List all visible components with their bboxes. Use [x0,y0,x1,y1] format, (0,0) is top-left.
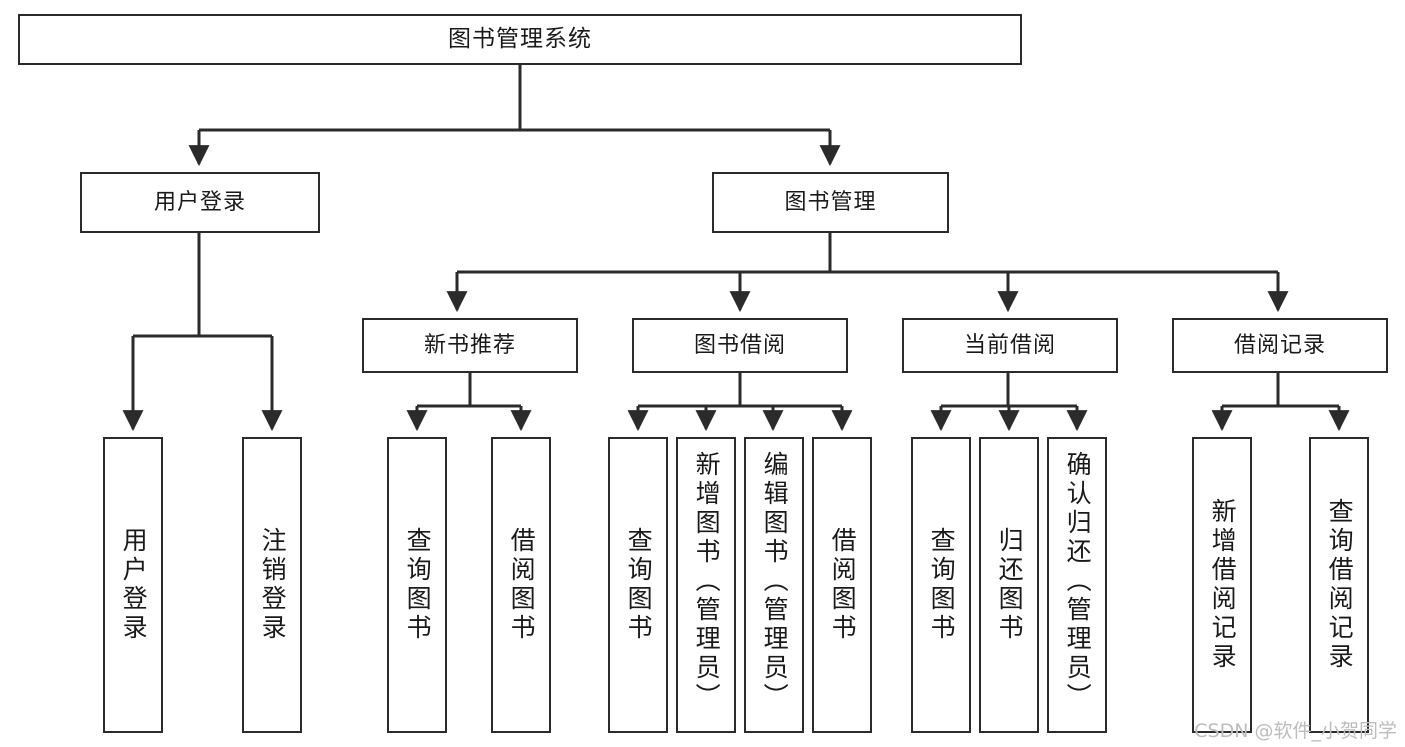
node-current-borrow-label: 当前借阅 [963,332,1056,358]
leaf-add-book-admin-label: 新增图书（管理员） [692,451,722,712]
node-book-management-label: 图书管理 [784,189,877,215]
leaf-query-book-3[interactable]: 查询图书 [911,437,971,733]
leaf-return-book-label: 归还图书 [995,527,1025,643]
leaf-query-borrow-record[interactable]: 查询借阅记录 [1309,437,1369,733]
node-new-book-recommend-label: 新书推荐 [423,332,516,358]
leaf-edit-book-admin-label: 编辑图书（管理员） [760,451,790,712]
leaf-add-borrow-record-label: 新增借阅记录 [1208,498,1238,672]
leaf-query-book-2-label: 查询图书 [624,527,654,643]
leaf-query-book-3-label: 查询图书 [927,527,957,643]
node-root[interactable]: 图书管理系统 [18,14,1022,65]
node-book-borrow[interactable]: 图书借阅 [632,318,848,373]
leaf-user-login[interactable]: 用户登录 [103,437,163,733]
node-borrow-record[interactable]: 借阅记录 [1172,318,1388,373]
node-book-management[interactable]: 图书管理 [712,172,949,233]
leaf-borrow-book-1-label: 借阅图书 [507,527,537,643]
node-borrow-record-label: 借阅记录 [1233,332,1326,358]
leaf-borrow-book-1[interactable]: 借阅图书 [491,437,551,733]
leaf-query-book-1[interactable]: 查询图书 [387,437,447,733]
leaf-confirm-return-admin-label: 确认归还（管理员） [1063,451,1093,712]
leaf-query-borrow-record-label: 查询借阅记录 [1325,498,1355,672]
node-book-borrow-label: 图书借阅 [693,332,786,358]
node-new-book-recommend[interactable]: 新书推荐 [362,318,578,373]
node-user-login[interactable]: 用户登录 [80,172,320,233]
node-root-label: 图书管理系统 [448,26,592,53]
leaf-logout[interactable]: 注销登录 [242,437,302,733]
leaf-query-book-1-label: 查询图书 [403,527,433,643]
leaf-logout-label: 注销登录 [258,527,288,643]
node-current-borrow[interactable]: 当前借阅 [902,318,1118,373]
leaf-add-book-admin[interactable]: 新增图书（管理员） [676,437,736,733]
leaf-edit-book-admin[interactable]: 编辑图书（管理员） [744,437,804,733]
node-user-login-label: 用户登录 [153,189,246,215]
leaf-return-book[interactable]: 归还图书 [979,437,1039,733]
leaf-confirm-return-admin[interactable]: 确认归还（管理员） [1047,437,1107,733]
leaf-query-book-2[interactable]: 查询图书 [608,437,668,733]
leaf-borrow-book-2-label: 借阅图书 [828,527,858,643]
leaf-user-login-label: 用户登录 [119,527,149,643]
leaf-borrow-book-2[interactable]: 借阅图书 [812,437,872,733]
watermark-text: CSDN @软件_小贺同学 [1194,720,1397,742]
leaf-add-borrow-record[interactable]: 新增借阅记录 [1192,437,1252,733]
